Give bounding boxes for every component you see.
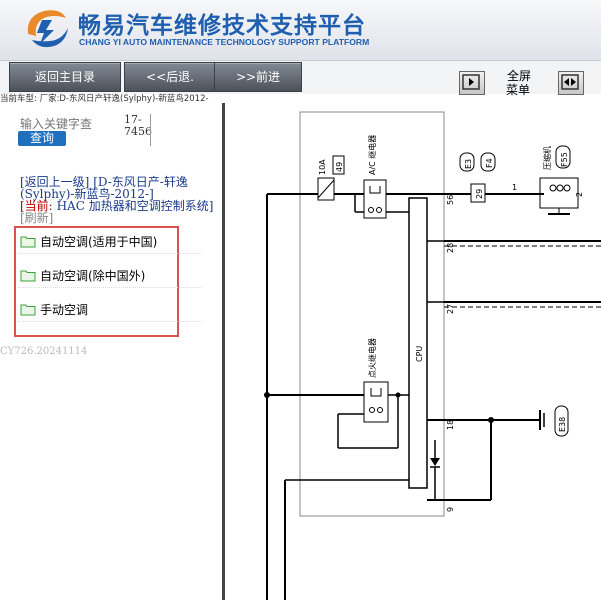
current-prefix: [当前: — [20, 199, 53, 213]
app-header: 畅易汽车维修技术支持平台 CHANG YI AUTO MAINTENANCE T… — [0, 0, 601, 60]
tree-item-manual-ac[interactable]: 手动空调 — [18, 301, 202, 322]
fuse-number: 49 — [335, 162, 344, 172]
folder-icon — [20, 270, 36, 282]
tree-item-label: 自动空调(除中国外) — [40, 269, 146, 283]
forward-button[interactable]: >>前进 — [214, 62, 302, 92]
ground-e38: E38 — [558, 417, 567, 432]
folder-icon — [20, 304, 36, 316]
wiring-diagram: CPU 10A 49 A/C 继电器 56 E3 F4 29 1 压缩机 F55… — [264, 111, 601, 600]
brand-subtitle: CHANG YI AUTO MAINTENANCE TECHNOLOGY SUP… — [79, 37, 370, 47]
menu-toggle-button[interactable] — [558, 71, 584, 95]
logo-icon — [27, 10, 68, 48]
fullscreen-label: 全屏 — [506, 69, 531, 83]
refresh-link[interactable]: [刷新] — [20, 211, 54, 225]
ignition-relay-label: 点火继电器 — [367, 338, 377, 378]
cpu-label: CPU — [415, 346, 424, 362]
compressor-label: 压缩机 — [542, 146, 552, 170]
tree-item-label: 自动空调(适用于中国) — [40, 235, 158, 249]
fuse-rating: 10A — [318, 159, 327, 175]
pin-28: 28 — [446, 243, 455, 253]
pin-56: 56 — [446, 195, 455, 205]
connector-f55: F55 — [560, 152, 569, 167]
fullscreen-button[interactable] — [459, 71, 485, 95]
back-button[interactable]: <<后退. — [124, 62, 216, 92]
version-text: CY726.20241114 — [0, 346, 88, 357]
menu-label: 菜单 — [506, 83, 531, 97]
vehicle-path: [D-东风日产-轩逸(Sylphy)-新蓝鸟-2012-] — [20, 175, 188, 201]
search-input[interactable] — [20, 116, 120, 132]
highlight-box — [14, 226, 179, 337]
current-system: HAC 加热器和空调控制系统] — [56, 199, 214, 213]
fullscreen-icon — [462, 74, 480, 90]
connector-e3: E3 — [464, 159, 473, 169]
toolbar: 返回主目录 <<后退. >>前进 — [0, 60, 601, 94]
tree-item-auto-ac-china[interactable]: 自动空调(适用于中国) — [18, 233, 202, 254]
pin-2: 2 — [575, 192, 584, 197]
panel-divider[interactable] — [222, 103, 225, 600]
pin-27: 27 — [446, 304, 455, 314]
split-arrows-icon — [561, 74, 579, 90]
result-count: 17-7456 — [124, 113, 152, 138]
brand-title: 畅易汽车维修技术支持平台 — [78, 13, 366, 39]
pin-29: 29 — [475, 189, 484, 199]
breadcrumb: [返回上一级] [D-东风日产-轩逸(Sylphy)-新蓝鸟-2012-] [当… — [20, 176, 215, 224]
current-vehicle-info: 当前车型: 厂家:D-东风日产轩逸(Sylphy)-新蓝鸟2012- — [0, 94, 209, 104]
divider — [150, 114, 151, 146]
folder-icon — [20, 236, 36, 248]
home-button[interactable]: 返回主目录 — [9, 62, 121, 92]
connector-f4: F4 — [485, 158, 494, 168]
back-level-link[interactable]: [返回上一级] — [20, 175, 90, 189]
search-button[interactable]: 查询 — [18, 131, 66, 146]
pin-1: 1 — [512, 183, 517, 192]
ac-relay-label: A/C 继电器 — [367, 135, 377, 175]
tree-item-auto-ac-non-china[interactable]: 自动空调(除中国外) — [18, 267, 202, 288]
pin-9: 9 — [446, 507, 455, 512]
tree-item-label: 手动空调 — [40, 303, 89, 317]
pin-18: 18 — [446, 420, 455, 430]
